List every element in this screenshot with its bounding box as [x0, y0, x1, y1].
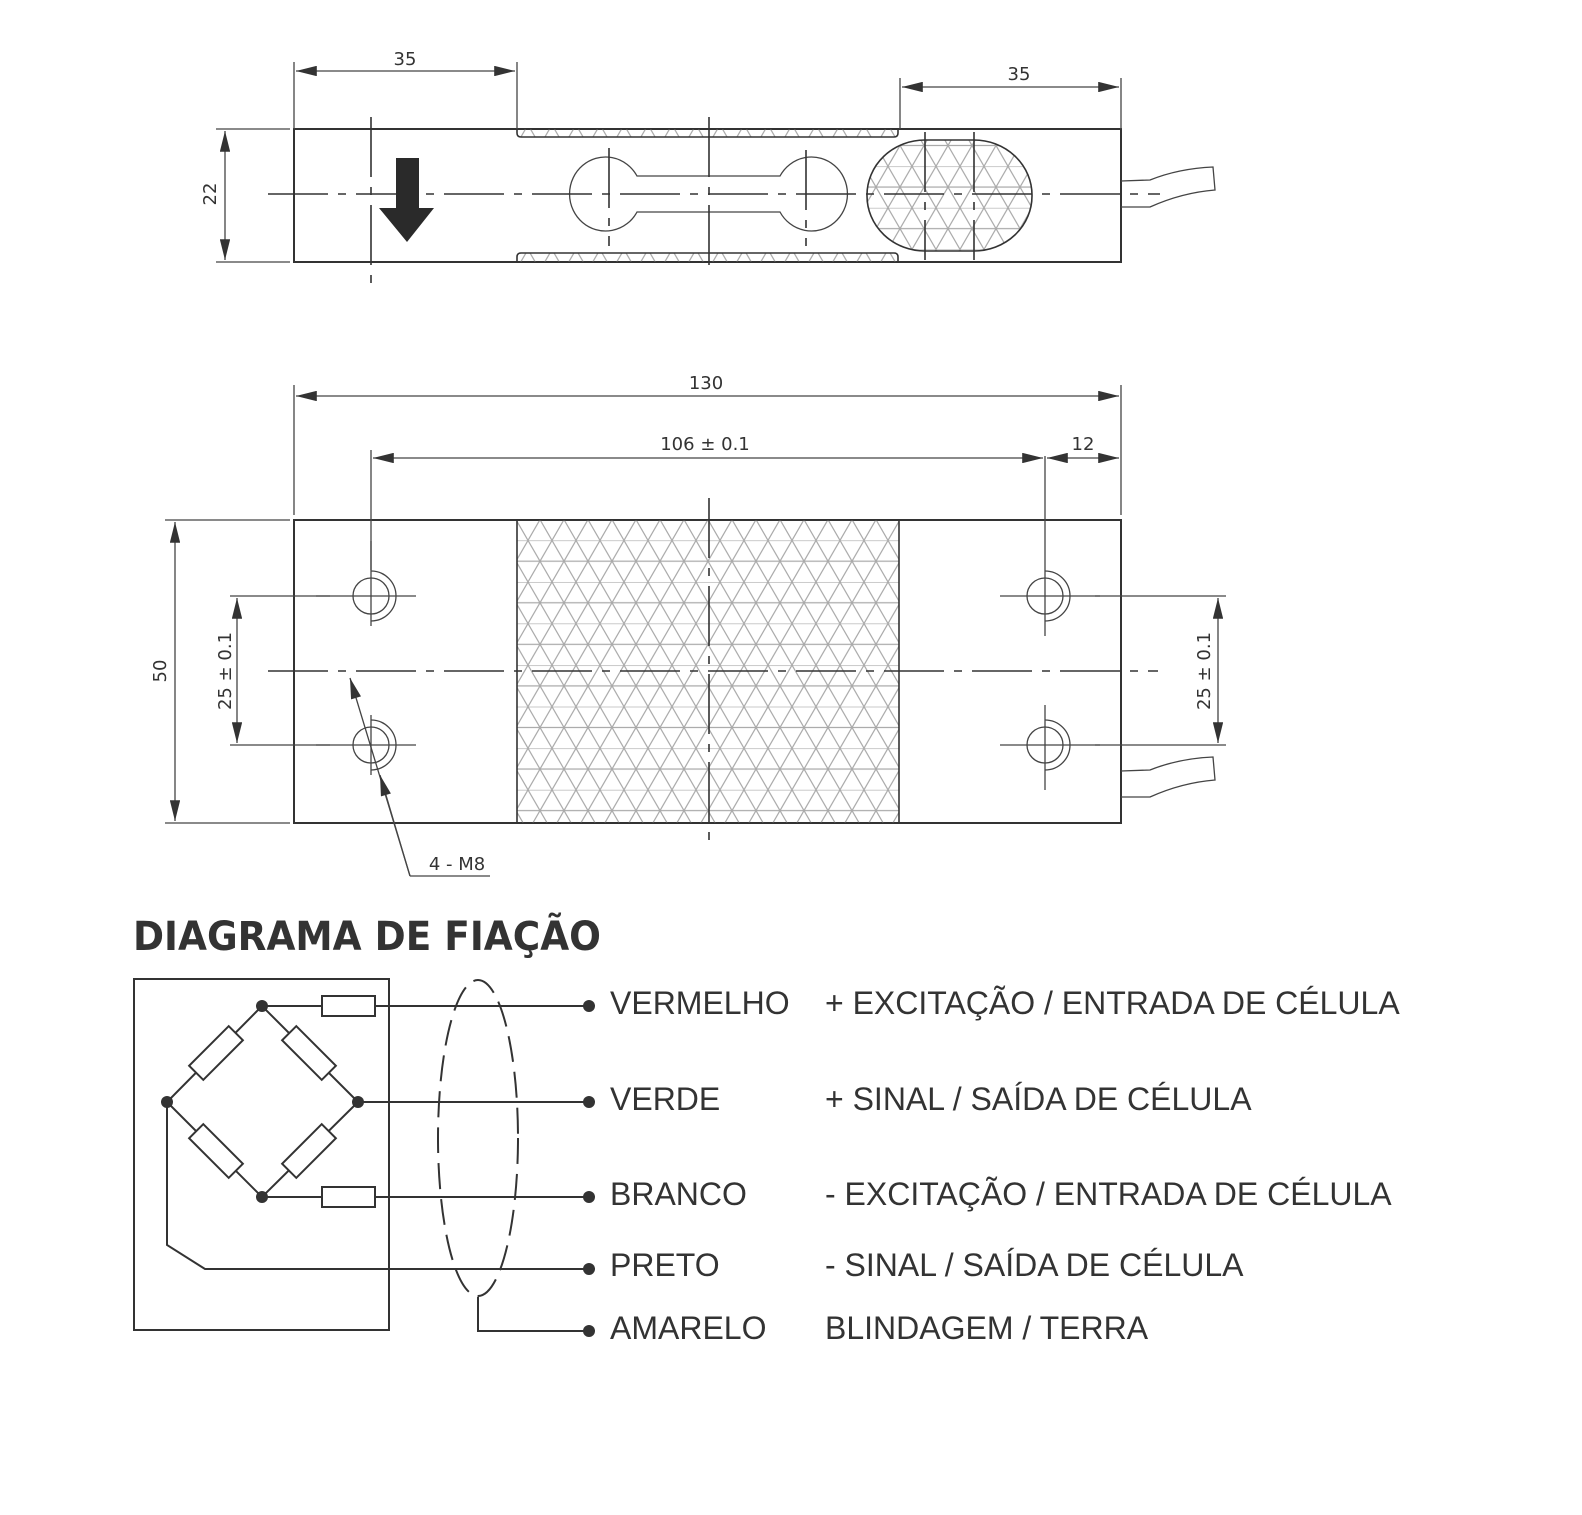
bottom-notch — [516, 252, 899, 263]
cable — [1120, 166, 1216, 208]
wire-color-label: PRETO — [610, 1247, 720, 1283]
load-direction-arrow-icon — [379, 158, 434, 242]
terminals — [161, 1000, 595, 1337]
wire-function-label: + EXCITAÇÃO / ENTRADA DE CÉLULA — [825, 985, 1400, 1021]
wire-color-label: VERDE — [610, 1081, 720, 1117]
dim-height-label: 50 — [150, 660, 171, 683]
wire-color-label: AMARELO — [610, 1310, 766, 1346]
hole — [316, 541, 416, 626]
wire-yellow — [477, 1297, 589, 1332]
dim-holes-label: 106 ± 0.1 — [660, 434, 750, 455]
hole — [1000, 456, 1100, 636]
wire-color-label: BRANCO — [610, 1176, 747, 1212]
wiring-title: DIAGRAMA DE FIAÇÃO — [133, 911, 601, 960]
dim-height-label: 22 — [200, 183, 221, 206]
dim-hole-spacing-left-label: 25 ± 0.1 — [215, 632, 236, 710]
top-notch — [516, 128, 899, 138]
dim-left-label: 35 — [394, 49, 417, 70]
wheatstone-bridge — [165, 1004, 360, 1199]
hole — [316, 715, 416, 775]
dim-end-label: 12 — [1072, 434, 1095, 455]
wiring-diagram: VERMELHO + EXCITAÇÃO / ENTRADA DE CÉLULA… — [133, 978, 1400, 1346]
series-resistor — [321, 1186, 376, 1208]
series-resistor — [321, 995, 376, 1017]
wire-black — [166, 1102, 589, 1270]
top-view: 35 35 22 — [200, 49, 1216, 292]
cable — [1120, 756, 1216, 798]
wire-function-label: - SINAL / SAÍDA DE CÉLULA — [825, 1247, 1244, 1283]
leader-line — [379, 774, 411, 877]
wire-function-label: - EXCITAÇÃO / ENTRADA DE CÉLULA — [825, 1176, 1392, 1212]
hole — [1000, 705, 1100, 790]
dim-hole-spacing-right-label: 25 ± 0.1 — [1194, 632, 1215, 710]
wire-color-label: VERMELHO — [610, 985, 790, 1021]
mounting-holes — [316, 456, 1100, 790]
cable-shield — [437, 979, 519, 1297]
strain-gauge-cover — [866, 139, 1033, 252]
wire-function-label: + SINAL / SAÍDA DE CÉLULA — [825, 1081, 1252, 1117]
bridge-resistors — [187, 1024, 338, 1180]
dim-right-label: 35 — [1008, 64, 1031, 85]
cell-enclosure — [133, 978, 390, 1331]
wire-function-label: BLINDAGEM / TERRA — [825, 1310, 1149, 1346]
dim-total-label: 130 — [689, 373, 723, 394]
hole-callout: 4 - M8 — [429, 854, 485, 875]
dogbone-slot — [568, 156, 849, 232]
wire-legend: VERMELHO + EXCITAÇÃO / ENTRADA DE CÉLULA… — [610, 985, 1400, 1346]
bottom-view: 130 106 ± 0.1 12 50 25 ± 0.1 25 ± 0.1 4 … — [150, 373, 1226, 877]
